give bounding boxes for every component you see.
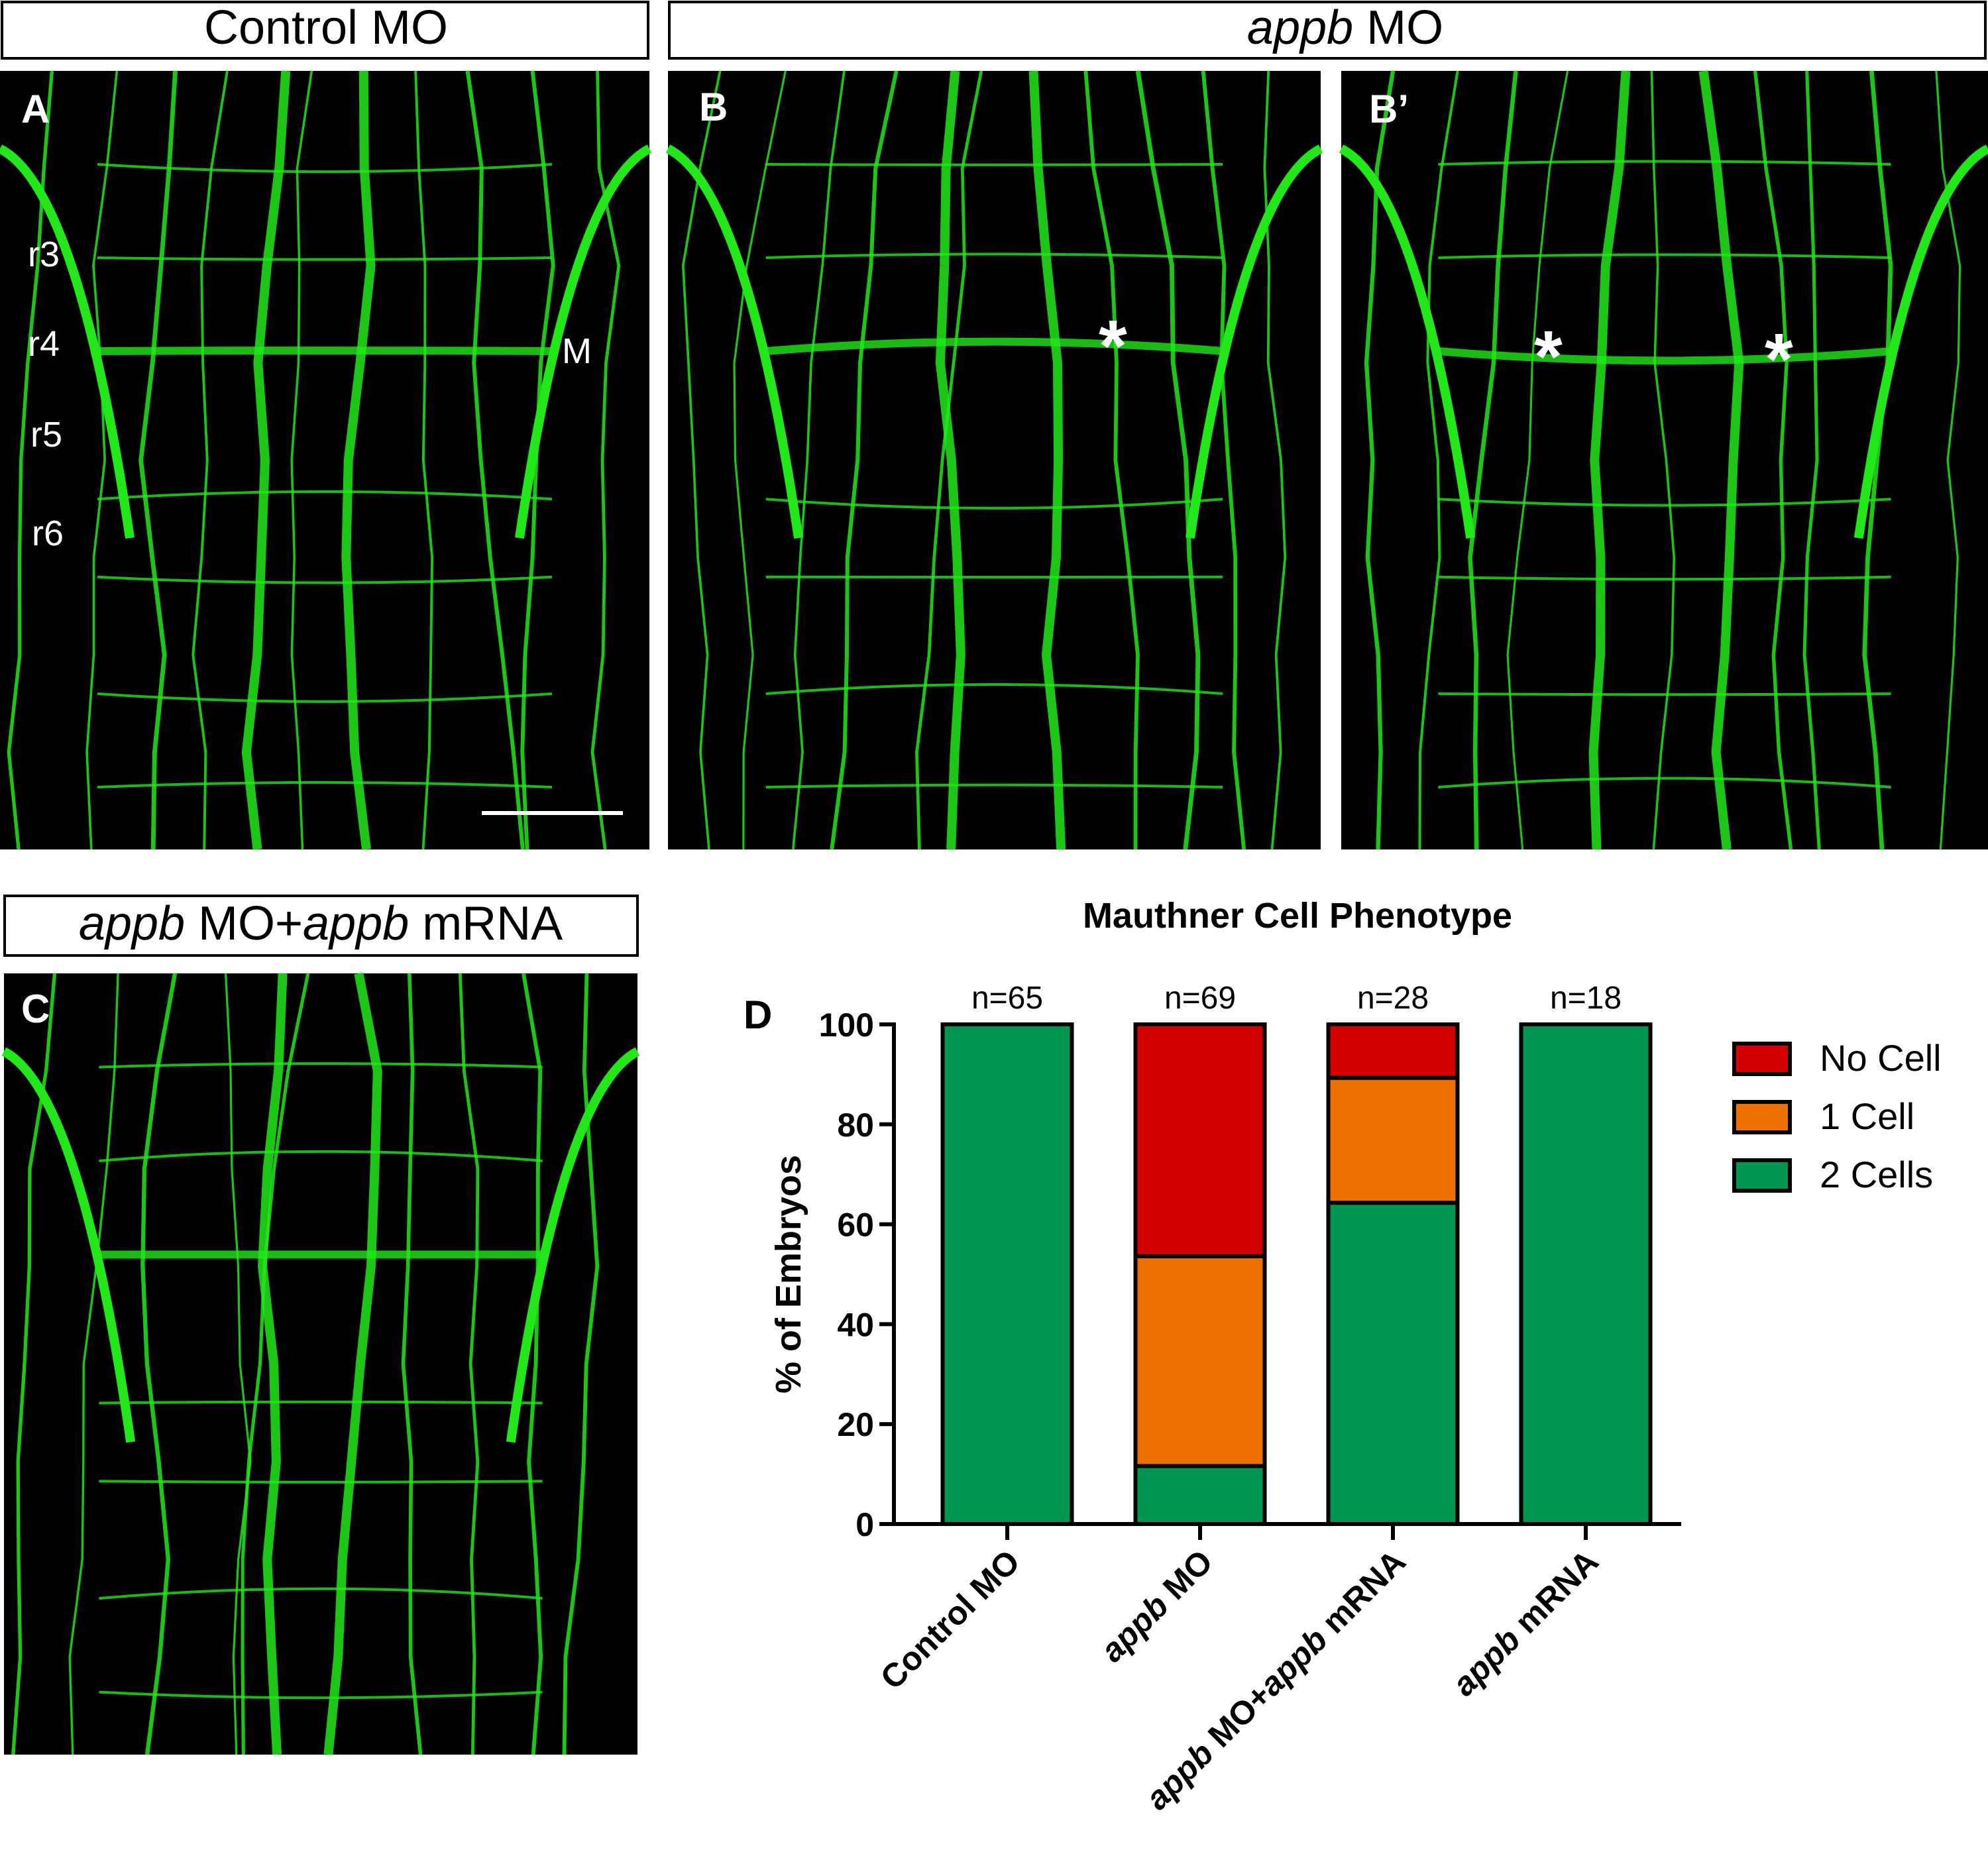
micrograph-panel-a (0, 70, 652, 850)
header-appb-mo: appb MO (1247, 1, 1443, 54)
rhombomere-label-r6: r6 (32, 514, 64, 553)
y-tick-label: 60 (837, 1207, 874, 1244)
bar-segment-2-cells (940, 1022, 1074, 1526)
micrograph-panel-c (1, 972, 640, 1755)
rhombomere-label-r3: r3 (28, 235, 60, 274)
panel-label-d: D (744, 993, 772, 1037)
panel-label-b-prime: B’ (1369, 87, 1409, 131)
x-tick-label: Control MO (873, 1543, 1027, 1696)
asterisk-marker: * (1765, 319, 1793, 400)
bar-segment-2-cells (1133, 1464, 1267, 1526)
n-label-appb-mrna: n=18 (1550, 981, 1622, 1016)
legend-swatch (1732, 1042, 1792, 1076)
chart-title: Mauthner Cell Phenotype (1083, 896, 1512, 936)
asterisk-marker: * (1099, 305, 1127, 387)
header-rescue: appb MO+appb mRNA (79, 897, 563, 950)
n-label-control-mo: n=65 (971, 981, 1043, 1016)
legend-label: 2 Cells (1820, 1154, 1933, 1195)
bar-segment-1-cell (1326, 1075, 1460, 1205)
header-control-mo: Control MO (204, 1, 448, 54)
bar-segment-2-cells (1519, 1022, 1653, 1526)
x-tick-label: appb mRNA (1445, 1543, 1606, 1703)
legend: No Cell 1 Cell 2 Cells (1732, 1037, 1942, 1195)
y-tick-label: 40 (837, 1306, 874, 1343)
y-axis-title: % of Embryos (769, 1155, 808, 1393)
y-tick-label: 100 (819, 1007, 874, 1044)
asterisk-marker: * (1534, 316, 1563, 398)
legend-swatch (1732, 1100, 1792, 1134)
bar-segment-1-cell (1133, 1254, 1267, 1468)
micrograph-panel-b-prime (1339, 70, 1988, 850)
y-tick-label: 0 (856, 1506, 874, 1543)
rhombomere-label-r4: r4 (28, 324, 60, 364)
bar-segment-no-cell (1133, 1022, 1267, 1258)
bar-segment-2-cells (1326, 1201, 1460, 1526)
panel-label-c: C (21, 987, 50, 1031)
panel-label-a: A (21, 87, 50, 131)
micrograph-panel-b (665, 70, 1323, 850)
header-box-control (1, 1, 649, 60)
header-box-rescue (3, 895, 639, 957)
legend-swatch (1732, 1158, 1792, 1193)
x-tick-label: appb MO (1093, 1543, 1220, 1669)
header-box-appb (668, 1, 1987, 60)
y-tick-label: 20 (837, 1406, 874, 1443)
bar-segment-no-cell (1326, 1022, 1460, 1080)
legend-label: 1 Cell (1820, 1095, 1914, 1137)
mauthner-label: M (562, 331, 592, 371)
legend-label: No Cell (1820, 1037, 1942, 1079)
rhombomere-label-r5: r5 (30, 415, 62, 455)
n-label-appb-mo: n=69 (1164, 981, 1236, 1016)
y-tick-label: 80 (837, 1107, 874, 1144)
n-label-rescue: n=28 (1357, 981, 1429, 1016)
panel-label-b: B (699, 85, 728, 129)
